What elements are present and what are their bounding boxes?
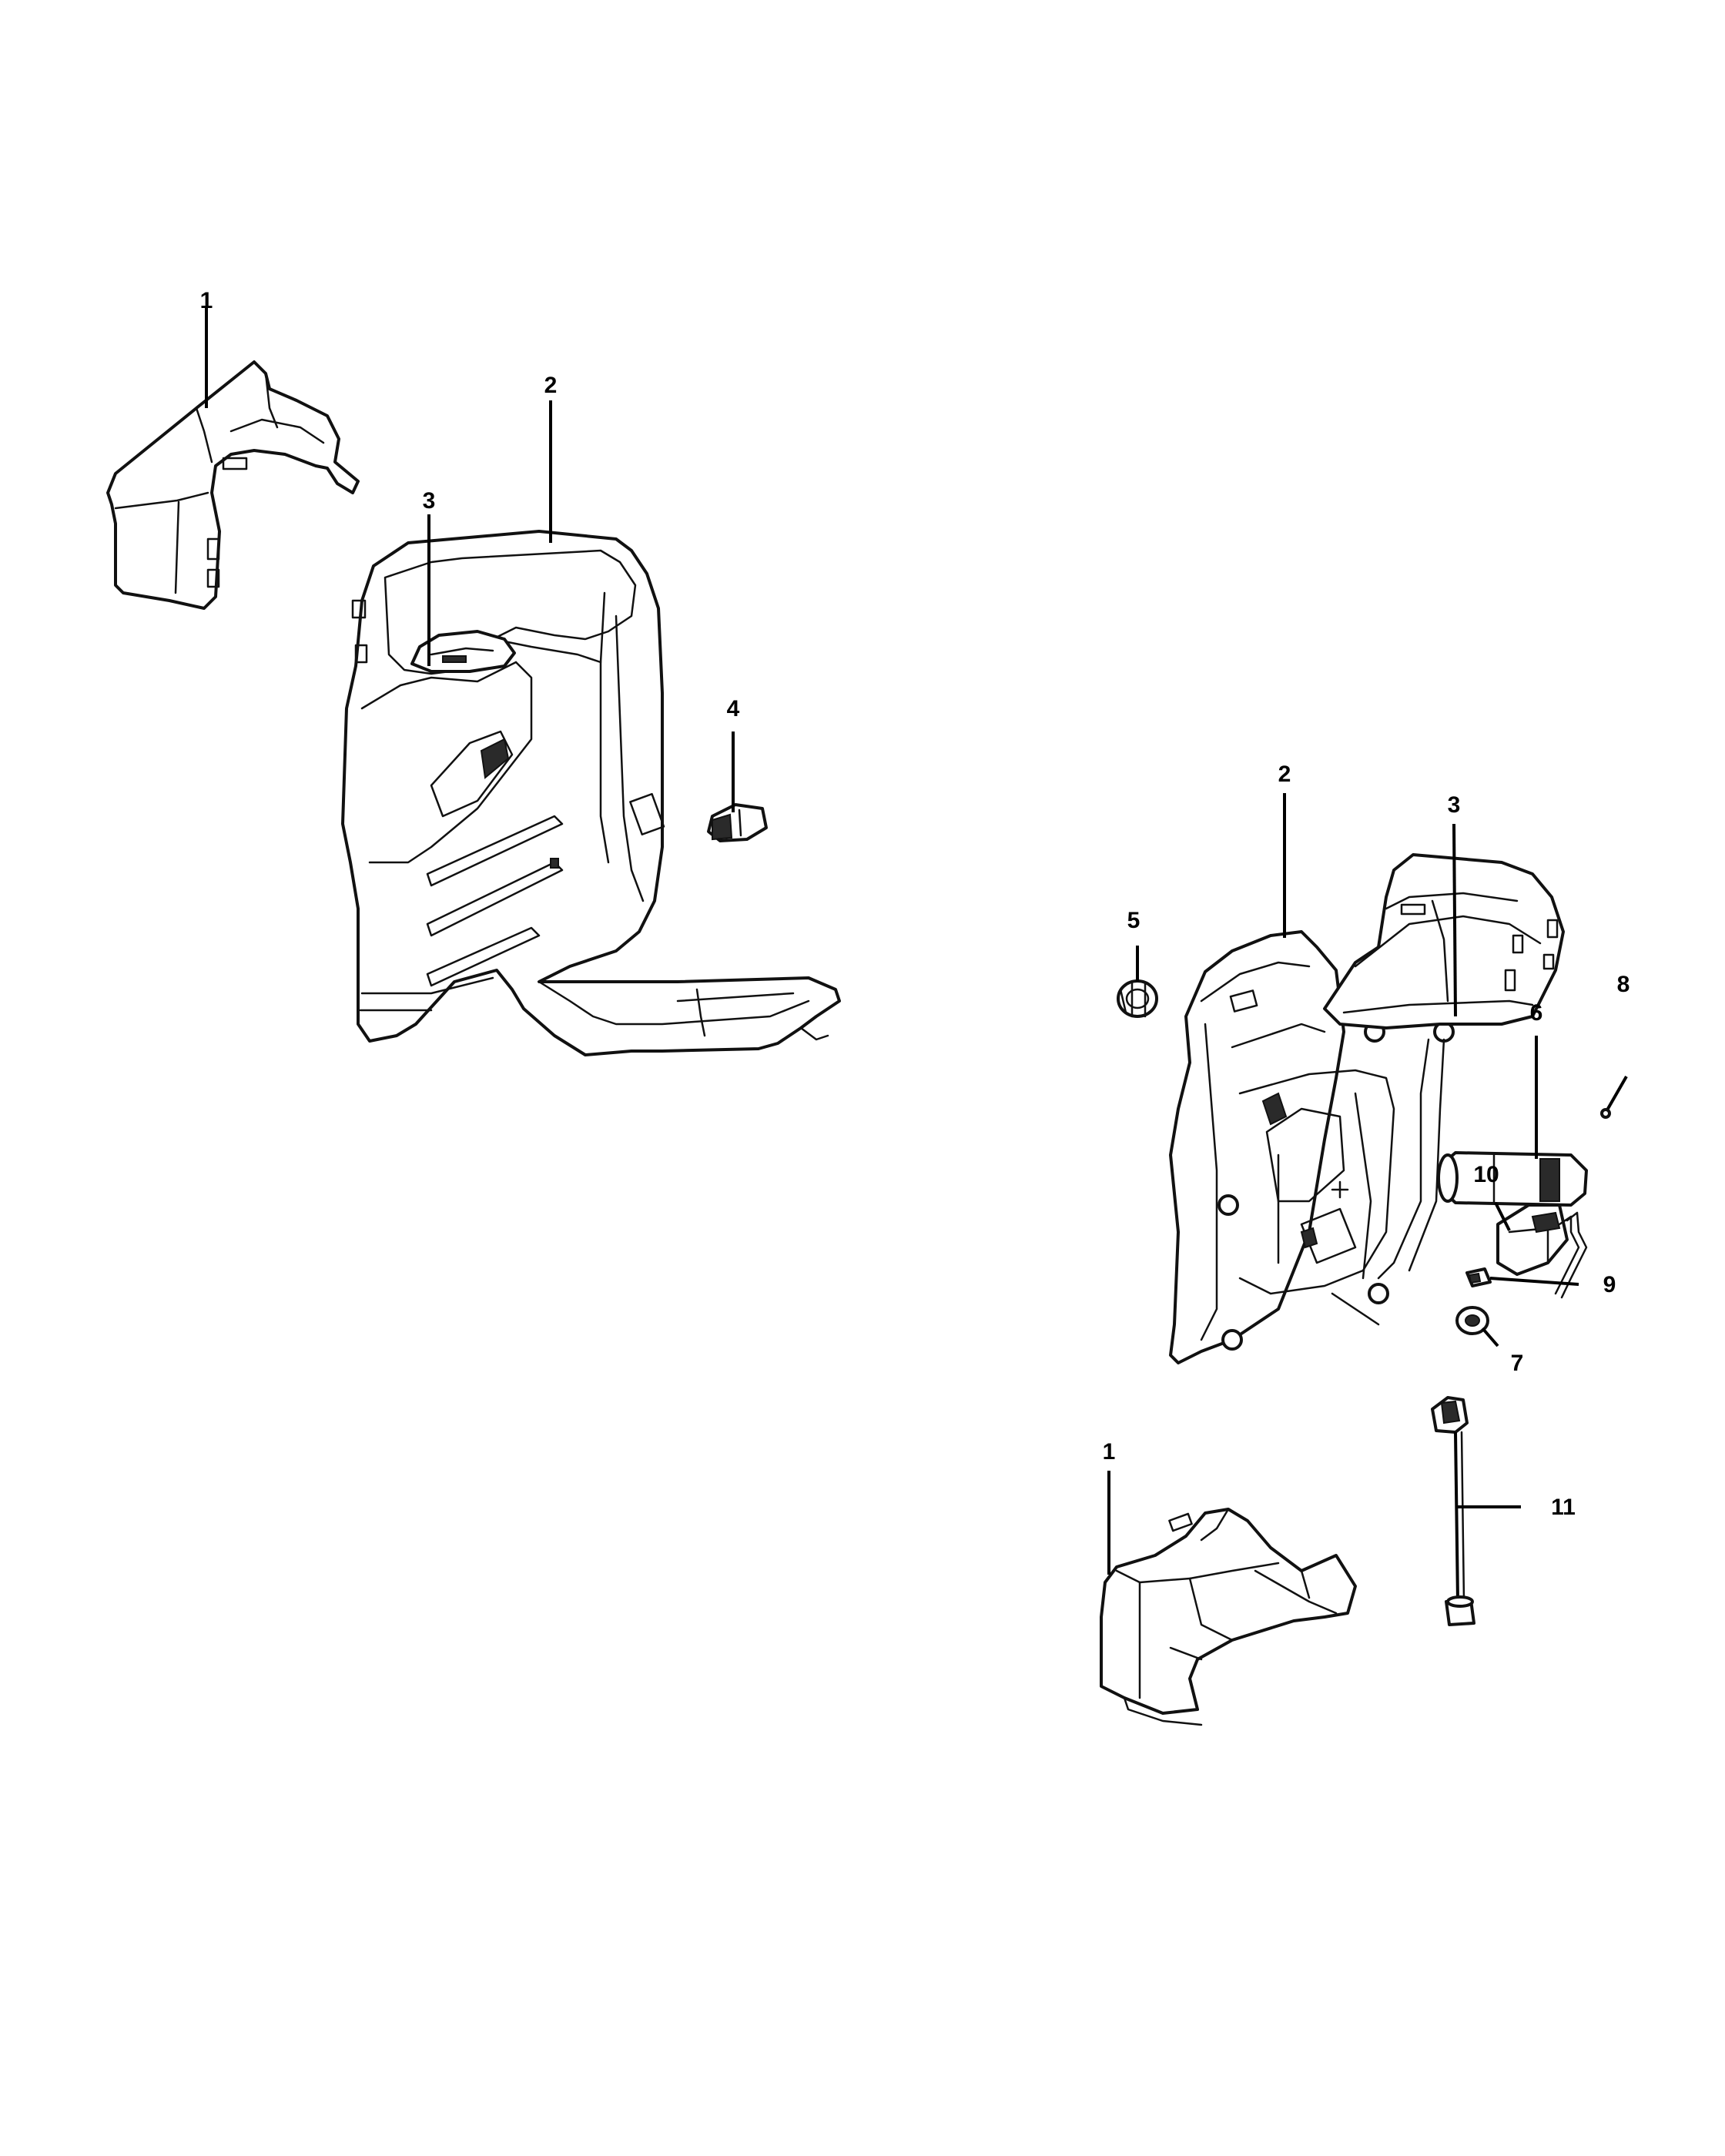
right-part-10-bracket bbox=[1496, 1204, 1588, 1299]
right-callout-8: 8 bbox=[1617, 972, 1630, 997]
right-leader-3 bbox=[1452, 823, 1457, 1017]
left-part-2-quarter-trim-panel bbox=[341, 530, 841, 1056]
right-part-6-lamp-socket bbox=[1437, 1151, 1588, 1207]
left-callout-2: 2 bbox=[544, 373, 558, 398]
right-callout-11: 11 bbox=[1551, 1495, 1576, 1520]
right-callout-9: 9 bbox=[1603, 1272, 1616, 1297]
right-part-7-push-nut bbox=[1455, 1306, 1489, 1335]
right-callout-1: 1 bbox=[1103, 1439, 1116, 1465]
left-part-1-trim-bracket bbox=[106, 360, 360, 610]
right-part-3-bezel bbox=[1323, 853, 1565, 1029]
right-part-8-screw bbox=[1600, 1076, 1628, 1119]
right-part-11-wire-harness bbox=[1431, 1396, 1475, 1626]
right-part-5-grommet bbox=[1117, 979, 1158, 1018]
right-callout-2: 2 bbox=[1278, 762, 1291, 787]
right-callout-10: 10 bbox=[1473, 1162, 1499, 1187]
right-callout-7: 7 bbox=[1511, 1351, 1524, 1376]
right-callout-3: 3 bbox=[1448, 792, 1461, 818]
right-leader-10 bbox=[1494, 1202, 1511, 1231]
left-callout-1: 1 bbox=[200, 288, 213, 313]
right-part-1-storage-bin bbox=[1100, 1508, 1357, 1726]
right-part-9-clip bbox=[1465, 1267, 1492, 1287]
left-part-4-clip bbox=[707, 803, 768, 842]
left-callout-4: 4 bbox=[727, 696, 740, 721]
right-callout-5: 5 bbox=[1127, 908, 1141, 933]
left-callout-3: 3 bbox=[423, 488, 436, 514]
right-callout-6: 6 bbox=[1530, 1000, 1543, 1026]
right-leader-9 bbox=[1489, 1277, 1579, 1286]
right-leader-7 bbox=[1481, 1327, 1499, 1348]
